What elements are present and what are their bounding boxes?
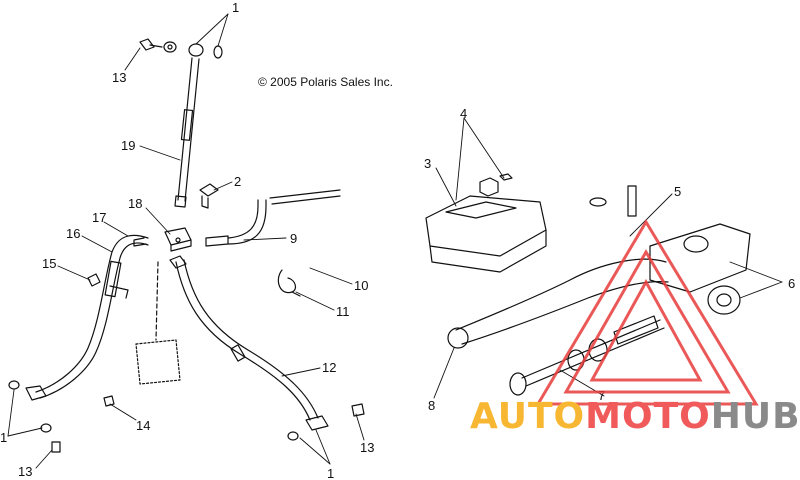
callout-1-top: 1 bbox=[232, 0, 239, 15]
callout-9: 9 bbox=[290, 231, 297, 246]
watermark-hub: HUB bbox=[710, 396, 800, 437]
callout-16: 16 bbox=[66, 226, 80, 241]
master-cylinder-body bbox=[649, 223, 751, 315]
brake-line-9 bbox=[205, 189, 341, 247]
brake-switch-2 bbox=[199, 183, 219, 209]
callout-13-left: 13 bbox=[18, 464, 32, 479]
top-washer bbox=[163, 41, 177, 53]
callout-11: 11 bbox=[336, 304, 350, 319]
callout-14: 14 bbox=[136, 418, 150, 433]
bracket-15 bbox=[87, 273, 129, 299]
callout-12: 12 bbox=[322, 360, 336, 375]
watermark-logo-triangle bbox=[535, 219, 759, 406]
brake-hose-19 bbox=[174, 57, 200, 208]
callout-1-left: 1 bbox=[0, 430, 7, 445]
callout-10: 10 bbox=[354, 278, 368, 293]
right-lower-bolt bbox=[287, 403, 365, 441]
pivot-pin-5 bbox=[589, 185, 637, 217]
callout-19: 19 bbox=[121, 138, 135, 153]
top-banjo-fitting bbox=[188, 43, 223, 59]
callout-4: 4 bbox=[460, 106, 467, 121]
callout-3: 3 bbox=[424, 156, 431, 171]
decal-14 bbox=[103, 261, 181, 407]
copyright-text: © 2005 Polaris Sales Inc. bbox=[258, 75, 393, 89]
brake-hose-12 bbox=[169, 255, 329, 431]
callout-2: 2 bbox=[234, 174, 241, 189]
hose-clamp-10 bbox=[277, 269, 301, 297]
callout-5: 5 bbox=[674, 184, 681, 199]
callout-15: 15 bbox=[42, 256, 56, 271]
master-cylinder-cover bbox=[425, 173, 547, 273]
callout-8: 8 bbox=[428, 398, 435, 413]
watermark-auto: AUTO bbox=[470, 396, 586, 437]
callout-6: 6 bbox=[788, 276, 795, 291]
left-washer bbox=[8, 380, 61, 453]
top-bolt-13 bbox=[139, 38, 163, 51]
callout-1-bottom: 1 bbox=[327, 466, 334, 480]
callout-17: 17 bbox=[92, 210, 106, 225]
callout-18: 18 bbox=[128, 196, 142, 211]
leader-lines bbox=[7, 13, 783, 469]
callout-13-right: 13 bbox=[360, 440, 374, 455]
brake-hose-17 bbox=[25, 234, 149, 401]
junction-block-18 bbox=[133, 227, 192, 252]
callout-13-top: 13 bbox=[112, 70, 126, 85]
callout-7: 7 bbox=[598, 388, 605, 403]
watermark-wordmark: AUTOMOTOHUB bbox=[470, 396, 800, 437]
watermark-moto: MOTO bbox=[585, 396, 711, 437]
